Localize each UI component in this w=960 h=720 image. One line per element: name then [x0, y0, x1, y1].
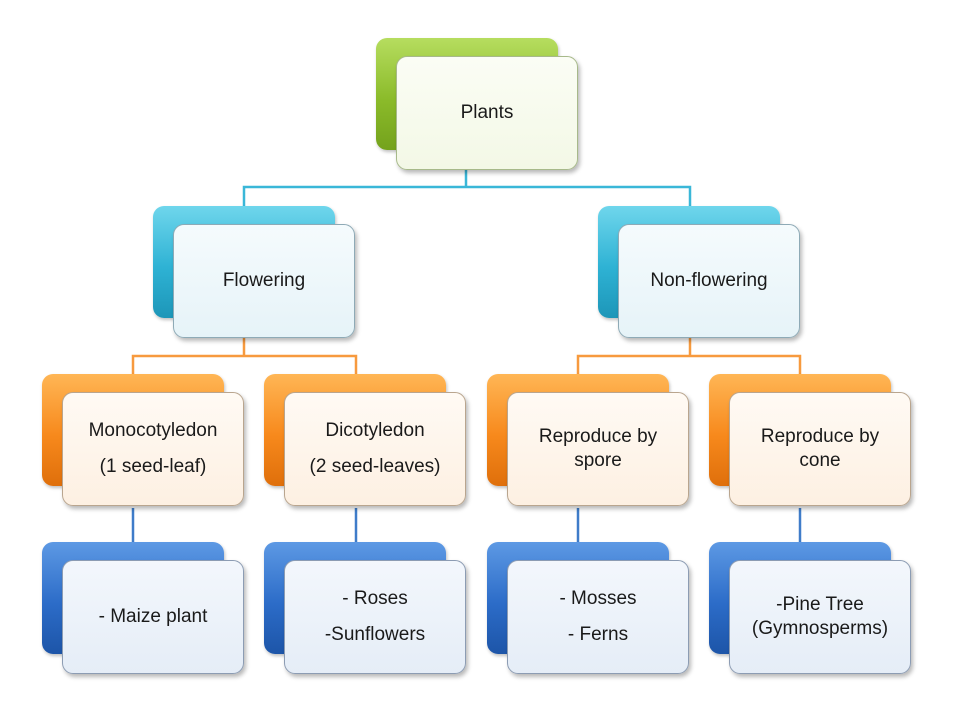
- node-dicotyledon-card: Dicotyledon (2 seed-leaves): [284, 392, 466, 506]
- node-reproduce-by-spore-line1: Reproduce by: [538, 426, 658, 448]
- node-pine-tree-card: -Pine Tree (Gymnosperms): [729, 560, 911, 674]
- node-dicotyledon-title: Dicotyledon: [325, 420, 425, 442]
- node-roses-label: - Roses: [342, 588, 408, 610]
- node-monocotyledon-title: Monocotyledon: [88, 420, 218, 442]
- node-reproduce-by-cone-card: Reproduce by cone: [729, 392, 911, 506]
- node-maize-plant-label: - Maize plant: [98, 606, 208, 628]
- node-non-flowering-label: Non-flowering: [650, 270, 768, 292]
- node-mosses-ferns-card: - Mosses - Ferns: [507, 560, 689, 674]
- node-non-flowering-card: Non-flowering: [618, 224, 800, 338]
- node-monocotyledon-card: Monocotyledon (1 seed-leaf): [62, 392, 244, 506]
- node-monocotyledon-subtitle: (1 seed-leaf): [99, 456, 207, 477]
- node-mosses-label: - Mosses: [559, 588, 637, 610]
- node-plants-card: Plants: [396, 56, 578, 170]
- node-gymnosperms-label: (Gymnosperms): [751, 618, 889, 639]
- node-dicotyledon-subtitle: (2 seed-leaves): [309, 456, 441, 477]
- node-reproduce-by-cone-line2: cone: [799, 450, 841, 471]
- node-reproduce-by-spore-card: Reproduce by spore: [507, 392, 689, 506]
- node-ferns-label: - Ferns: [567, 624, 629, 645]
- node-sunflowers-label: -Sunflowers: [324, 624, 426, 645]
- node-flowering-label: Flowering: [222, 270, 306, 292]
- node-flowering-card: Flowering: [173, 224, 355, 338]
- node-reproduce-by-cone-line1: Reproduce by: [760, 426, 880, 448]
- node-pine-tree-label: -Pine Tree: [776, 594, 864, 616]
- node-reproduce-by-spore-line2: spore: [574, 450, 622, 471]
- node-roses-sunflowers-card: - Roses -Sunflowers: [284, 560, 466, 674]
- node-plants-label: Plants: [460, 102, 514, 124]
- node-maize-plant-card: - Maize plant: [62, 560, 244, 674]
